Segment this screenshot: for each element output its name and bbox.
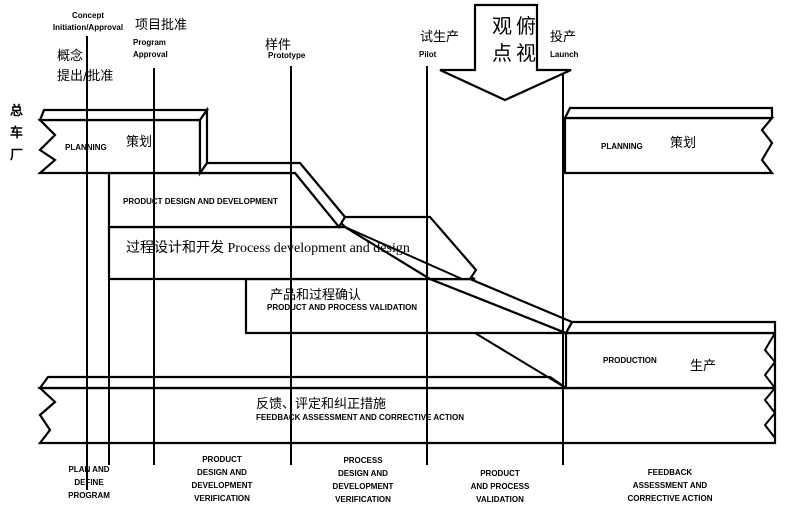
feedback-bar <box>37 375 777 445</box>
svg-text:视: 视 <box>516 41 536 65</box>
production-bar <box>474 320 777 390</box>
planning-bar-left <box>37 106 210 177</box>
planning-label-right: PLANNING <box>601 142 643 151</box>
pilot-label: Pilot <box>419 50 437 59</box>
svg-text:FEEDBACK: FEEDBACK <box>648 468 693 477</box>
validation-label: PRODUCT AND PROCESS VALIDATION <box>267 303 417 312</box>
planning-bar-right <box>563 106 775 175</box>
side-label: 总 <box>10 103 23 119</box>
side-label: 厂 <box>10 148 23 163</box>
svg-text:DEFINE: DEFINE <box>74 478 104 487</box>
svg-text:DESIGN AND: DESIGN AND <box>197 468 247 477</box>
svg-text:VALIDATION: VALIDATION <box>476 495 524 504</box>
production-label-cn: 生产 <box>690 359 716 374</box>
launch-label: Launch <box>550 50 579 59</box>
pilot-label-cn: 试生产 <box>420 30 459 45</box>
phase-label-plan: PLAN AND DEFINE PROGRAM <box>68 465 110 500</box>
svg-text:DESIGN AND: DESIGN AND <box>338 469 388 478</box>
milestone-lines <box>86 36 564 490</box>
planning-label: PLANNING <box>65 143 107 152</box>
svg-text:点: 点 <box>492 41 512 65</box>
svg-text:ASSESSMENT AND: ASSESSMENT AND <box>633 481 708 490</box>
svg-text:VERIFICATION: VERIFICATION <box>194 494 250 503</box>
overview-arrow: 观 俯 点 视 <box>439 3 572 102</box>
program-approval-label: Program <box>133 38 166 47</box>
feedback-label-cn: 反馈、评定和纠正措施 <box>256 397 386 412</box>
phase-label-feedback: FEEDBACK ASSESSMENT AND CORRECTIVE ACTIO… <box>627 468 712 503</box>
svg-text:俯: 俯 <box>516 14 536 38</box>
product-design-label: PRODUCT DESIGN AND DEVELOPMENT <box>123 197 278 206</box>
svg-text:CORRECTIVE ACTION: CORRECTIVE ACTION <box>627 494 712 503</box>
planning-label-cn: 策划 <box>126 134 152 150</box>
launch-label-cn: 投产 <box>550 29 576 45</box>
svg-text:VERIFICATION: VERIFICATION <box>335 495 391 504</box>
validation-bar <box>244 277 574 335</box>
svg-text:PLAN AND: PLAN AND <box>68 465 109 474</box>
program-approval-label-cn: 项目批准 <box>135 18 187 33</box>
svg-text:PRODUCT: PRODUCT <box>480 469 520 478</box>
phase-label-process-design: PROCESS DESIGN AND DEVELOPMENT VERIFICAT… <box>333 456 394 504</box>
svg-text:AND PROCESS: AND PROCESS <box>471 482 530 491</box>
concept-label: Concept <box>72 11 104 20</box>
planning-label-right-cn: 策划 <box>670 135 696 151</box>
svg-text:PROGRAM: PROGRAM <box>68 491 110 500</box>
phase-label-product-design: PRODUCT DESIGN AND DEVELOPMENT VERIFICAT… <box>192 455 253 503</box>
svg-text:观: 观 <box>492 14 512 38</box>
production-label: PRODUCTION <box>603 356 657 365</box>
concept-label-cn: 提出/批准 <box>57 68 113 84</box>
svg-text:PRODUCT: PRODUCT <box>202 455 242 464</box>
prototype-label-cn: 样件 <box>265 38 291 53</box>
concept-label-cn: 概念 <box>57 48 83 64</box>
program-approval-label: Approval <box>133 50 168 59</box>
prototype-label: Prototype <box>268 51 306 60</box>
svg-text:DEVELOPMENT: DEVELOPMENT <box>192 481 253 490</box>
feedback-label: FEEDBACK ASSESSMENT AND CORRECTIVE ACTIO… <box>256 413 464 422</box>
side-label: 车 <box>10 125 23 141</box>
validation-label-cn: 产品和过程确认 <box>270 288 361 303</box>
svg-text:DEVELOPMENT: DEVELOPMENT <box>333 482 394 491</box>
svg-text:PROCESS: PROCESS <box>343 456 383 465</box>
concept-label: Initiation/Approval <box>53 23 123 32</box>
process-design-label: 过程设计和开发 Process development and design <box>126 240 410 256</box>
phase-label-validation: PRODUCT AND PROCESS VALIDATION <box>471 469 530 504</box>
